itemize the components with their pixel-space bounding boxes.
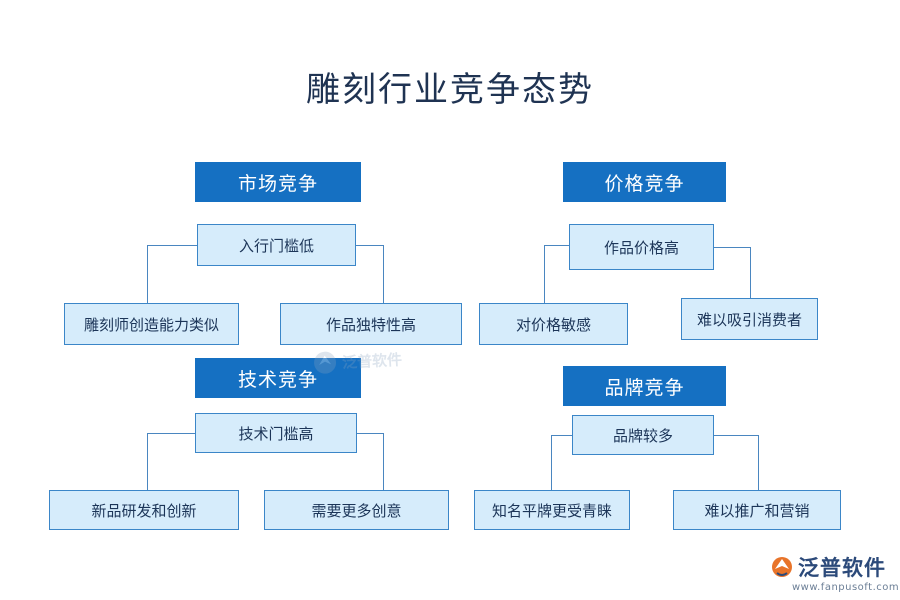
left-node: 新品研发和创新 — [49, 490, 239, 530]
connector-line — [383, 433, 384, 490]
fanpu-logo-icon — [772, 557, 792, 577]
section-header: 技术竞争 — [195, 358, 361, 398]
mid-node: 入行门槛低 — [197, 224, 356, 266]
page-title: 雕刻行业竞争态势 — [306, 70, 594, 110]
connector-line — [147, 433, 148, 490]
connector-line — [356, 245, 383, 246]
logo-text: 泛普软件 — [798, 556, 886, 580]
connector-line — [758, 435, 759, 490]
brand-logo: 泛普软件 — [770, 552, 886, 582]
connector-line — [383, 245, 384, 303]
connector-line — [714, 435, 758, 436]
connector-line — [147, 245, 197, 246]
mid-node: 技术门槛高 — [195, 413, 357, 453]
connector-line — [714, 247, 750, 248]
connector-line — [544, 245, 545, 303]
connector-line — [551, 435, 572, 436]
right-node: 难以吸引消费者 — [681, 298, 818, 340]
mid-node: 作品价格高 — [569, 224, 714, 270]
section-header: 品牌竞争 — [563, 366, 726, 406]
connector-line — [551, 435, 552, 490]
right-node: 难以推广和营销 — [673, 490, 841, 530]
connector-line — [147, 245, 148, 303]
watermark: 泛普软件 — [311, 346, 402, 377]
connector-line — [750, 247, 751, 298]
left-node: 知名平牌更受青睐 — [474, 490, 630, 530]
left-node: 对价格敏感 — [479, 303, 628, 345]
connector-line — [544, 245, 569, 246]
watermark-text: 泛普软件 — [341, 350, 403, 372]
logo-url: www.fanpusoft.com — [792, 582, 900, 593]
left-node: 雕刻师创造能力类似 — [64, 303, 239, 345]
connector-line — [357, 433, 383, 434]
right-node: 作品独特性高 — [280, 303, 462, 345]
mid-node: 品牌较多 — [572, 415, 714, 455]
right-node: 需要更多创意 — [264, 490, 449, 530]
section-header: 价格竞争 — [563, 162, 726, 202]
connector-line — [147, 433, 195, 434]
section-header: 市场竞争 — [195, 162, 361, 202]
fanpu-logo-icon — [314, 351, 337, 374]
